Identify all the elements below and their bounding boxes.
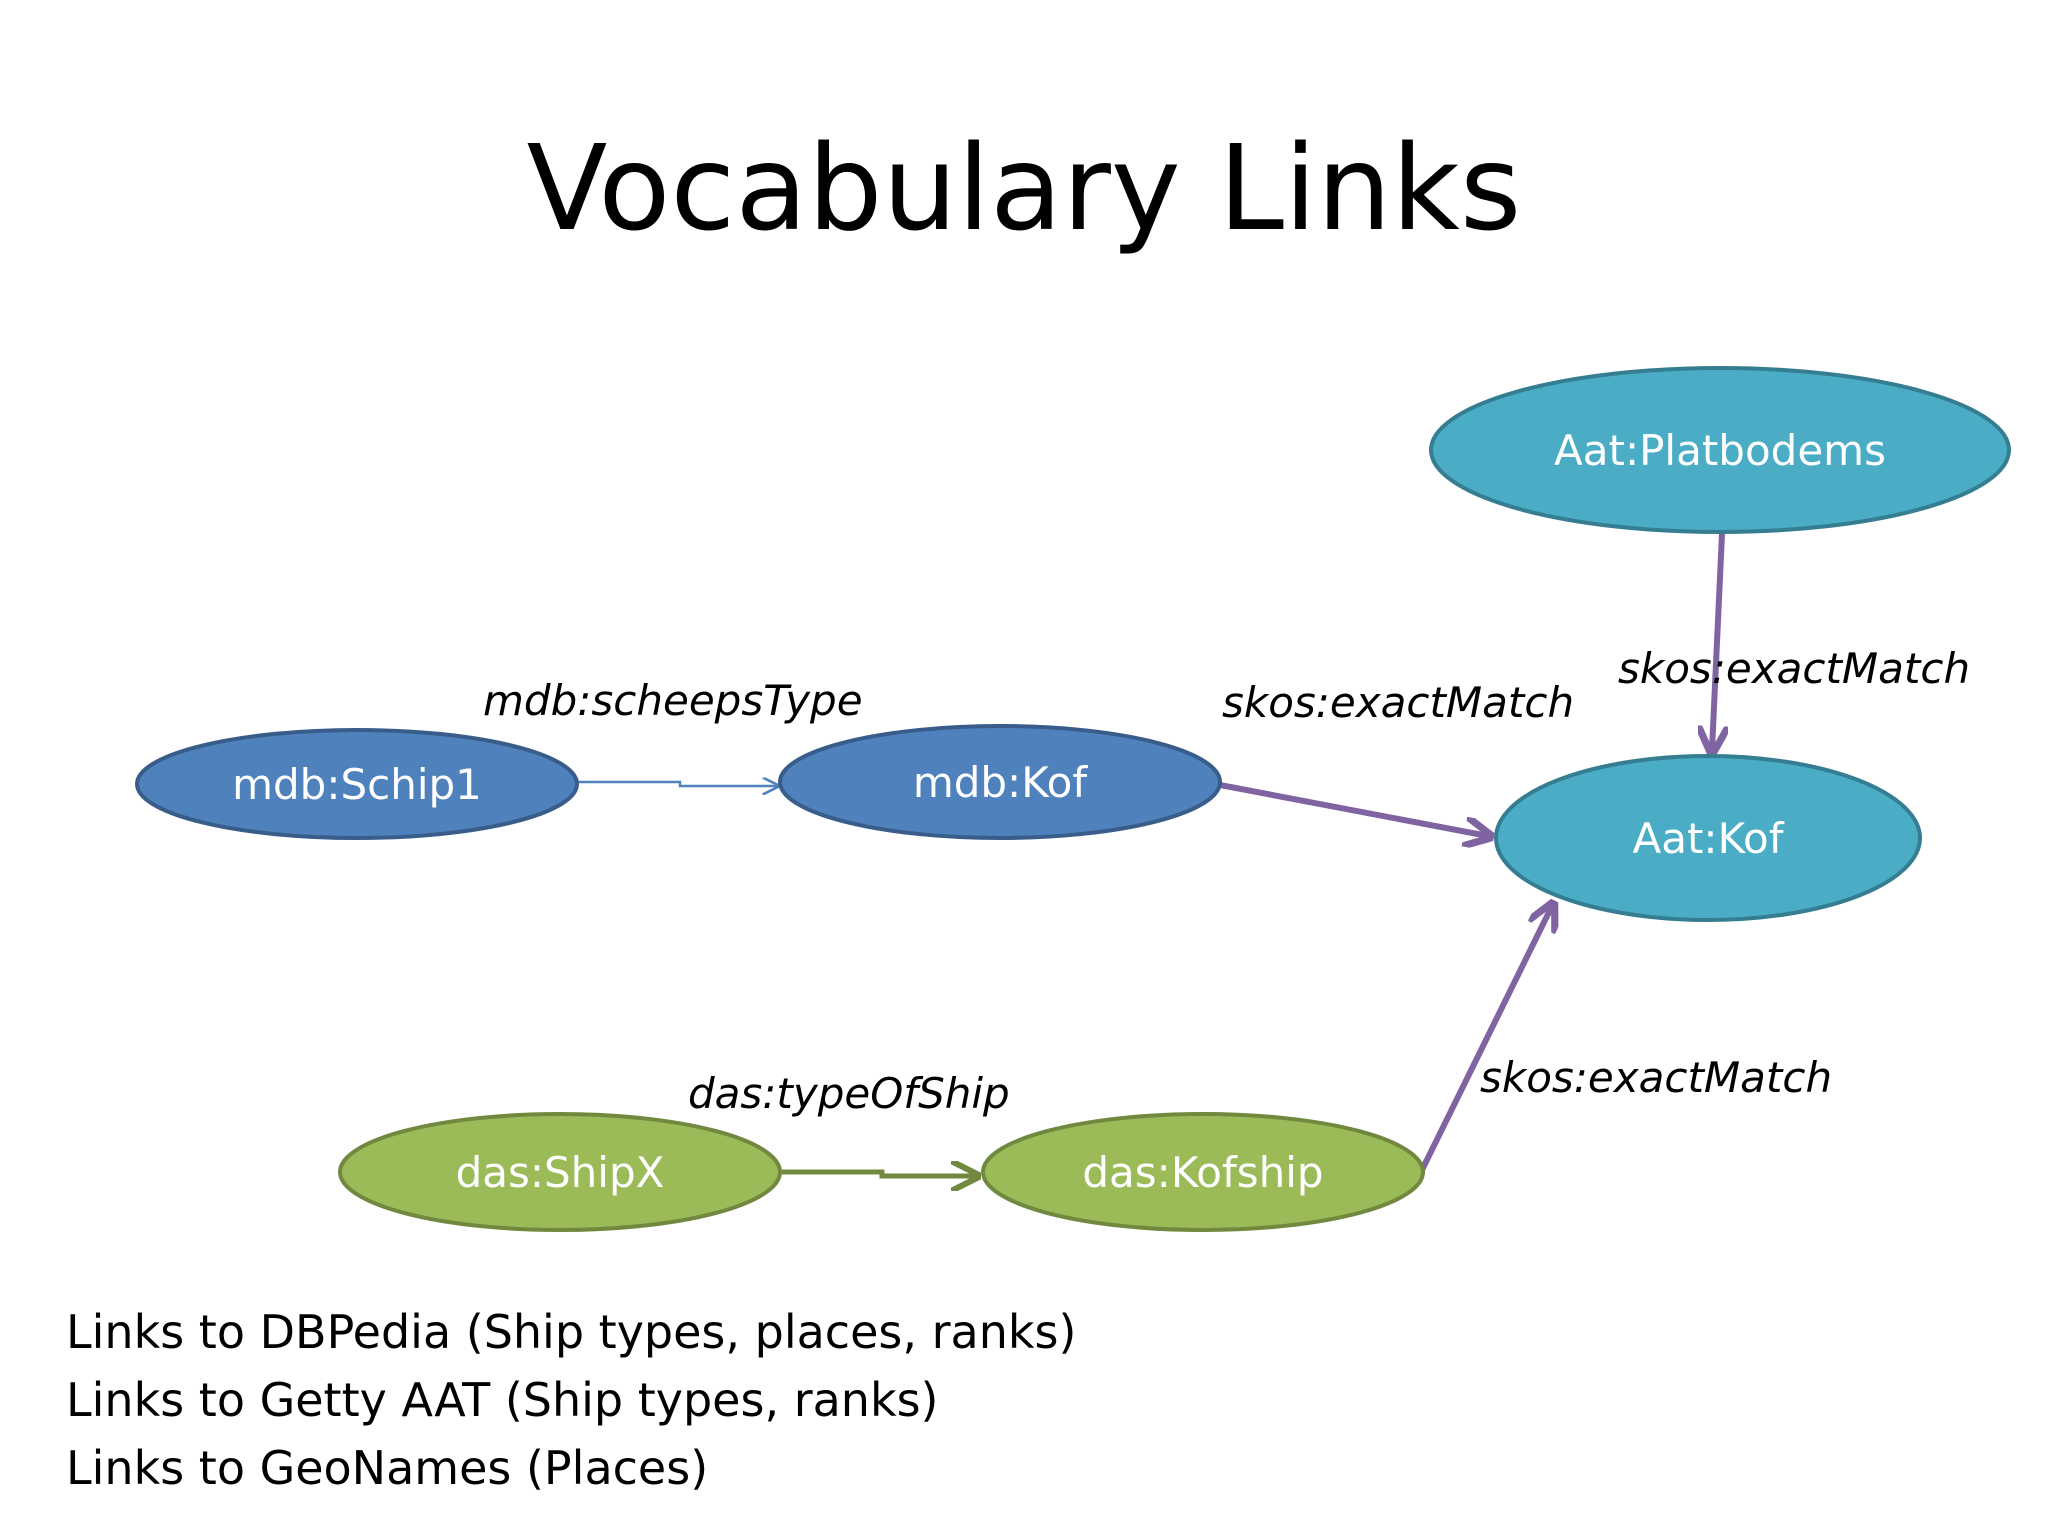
edge-exactmatch-mdb-label: skos:exactMatch (1222, 678, 1574, 727)
node-aat-platbodems-label: Aat:Platbodems (1554, 426, 1886, 475)
note-getty-aat: Links to Getty AAT (Ship types, ranks) (66, 1373, 939, 1427)
node-mdb-schip1: mdb:Schip1 (135, 728, 579, 840)
edge-exactmatch-mdb-line (1219, 782, 1488, 836)
node-aat-platbodems: Aat:Platbodems (1429, 366, 2011, 534)
node-aat-kof: Aat:Kof (1494, 754, 1922, 922)
node-das-kofship: das:Kofship (981, 1112, 1425, 1232)
node-mdb-kof-label: mdb:Kof (913, 758, 1089, 807)
edge-exactmatch-das-label: skos:exactMatch (1480, 1053, 1832, 1102)
edge-exactmatch-platbodems-label: skos:exactMatch (1618, 644, 1970, 693)
note-dbpedia: Links to DBPedia (Ship types, places, ra… (66, 1305, 1077, 1359)
node-mdb-kof: mdb:Kof (778, 724, 1222, 840)
edge-typeofship-label: das:typeOfShip (688, 1069, 1010, 1118)
node-das-shipx: das:ShipX (338, 1112, 782, 1232)
note-geonames: Links to GeoNames (Places) (66, 1441, 709, 1495)
node-aat-kof-label: Aat:Kof (1632, 814, 1784, 863)
edge-scheepstype-line (578, 782, 778, 786)
edge-scheepstype-label: mdb:scheepsType (483, 676, 863, 725)
node-mdb-schip1-label: mdb:Schip1 (232, 760, 482, 809)
node-das-kofship-label: das:Kofship (1082, 1148, 1323, 1197)
node-das-shipx-label: das:ShipX (456, 1148, 665, 1197)
slide-title: Vocabulary Links (526, 119, 1522, 257)
edge-exactmatch-platbodems-line (1712, 533, 1722, 750)
edge-typeofship-line (782, 1172, 978, 1176)
links-notes: Links to DBPedia (Ship types, places, ra… (66, 1298, 1076, 1502)
edge-exactmatch-das-line (1417, 906, 1552, 1176)
